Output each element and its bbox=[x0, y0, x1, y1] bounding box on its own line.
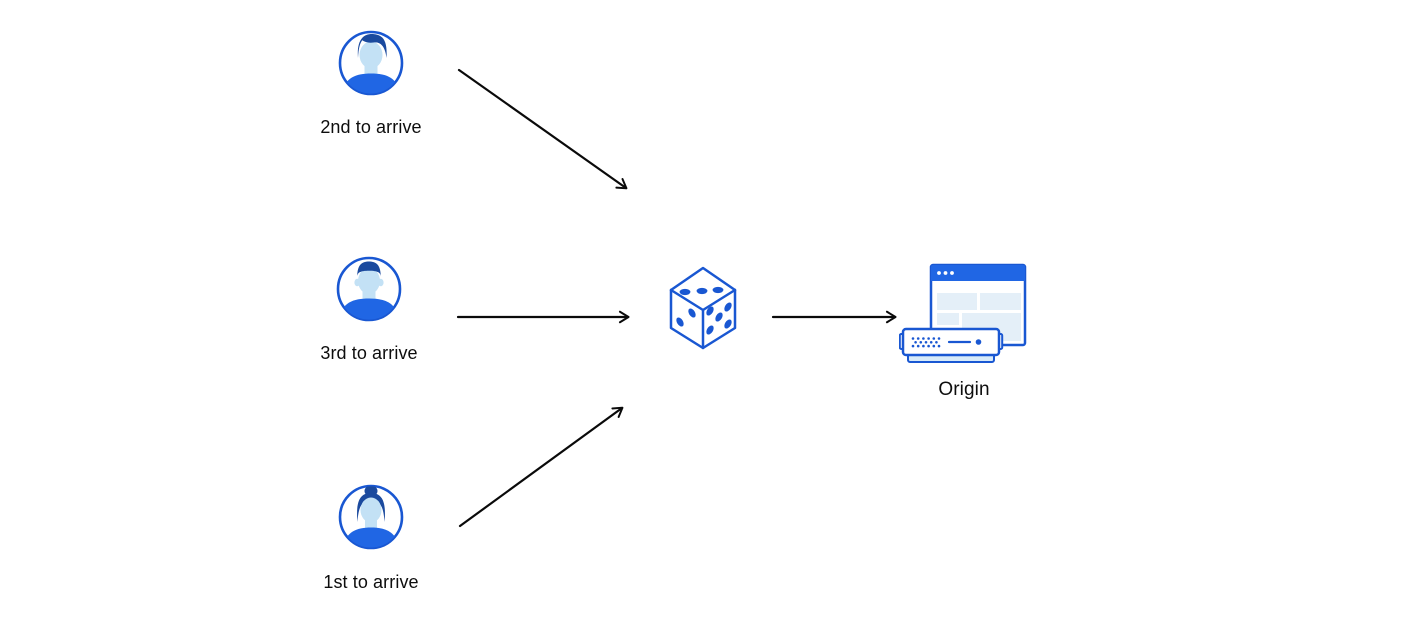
user-avatar-male-swoosh-hair-icon bbox=[338, 30, 404, 96]
arrow-client-1st-to-dice bbox=[458, 406, 624, 528]
client-node-3rd bbox=[334, 254, 404, 324]
avatar-face bbox=[360, 497, 382, 523]
client-node-2nd bbox=[336, 28, 406, 98]
user-avatar-male-flat-hair-icon bbox=[336, 256, 402, 322]
avatar-hair bbox=[357, 261, 381, 277]
dice-pips-left bbox=[676, 308, 696, 327]
avatar-face bbox=[359, 41, 383, 69]
client-label-2nd: 2nd to arrive bbox=[320, 117, 422, 137]
dice-icon bbox=[669, 266, 737, 350]
origin-server-browser-icon bbox=[899, 263, 1027, 363]
dice-inner-edges bbox=[669, 288, 737, 350]
server-indicator-dot bbox=[975, 339, 982, 345]
server-box bbox=[899, 327, 1004, 363]
arrow-client-2nd-to-dice bbox=[457, 68, 628, 190]
browser-titlebar bbox=[931, 265, 1025, 281]
dice-pips-right bbox=[706, 302, 732, 335]
client-label-3rd: 3rd to arrive bbox=[320, 343, 418, 363]
user-avatar-female-bun-hair-icon bbox=[338, 484, 404, 550]
dice-pips-top bbox=[679, 286, 724, 296]
client-node-1st bbox=[336, 482, 406, 552]
avatar-hair bbox=[357, 33, 387, 58]
dice-node bbox=[665, 262, 741, 352]
client-label-1st: 1st to arrive bbox=[323, 572, 419, 592]
avatar-face bbox=[358, 268, 380, 294]
origin-label: Origin bbox=[938, 379, 990, 400]
avatar-hair bbox=[357, 493, 385, 522]
origin-node bbox=[899, 263, 1029, 364]
browser-titlebar-dots bbox=[937, 271, 954, 275]
server-dot-matrix bbox=[911, 337, 941, 348]
